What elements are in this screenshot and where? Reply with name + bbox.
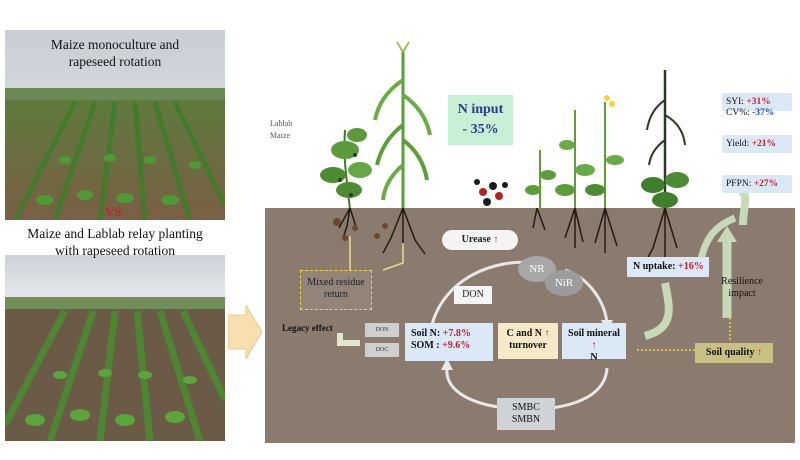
vs-label: VS xyxy=(105,204,122,219)
metric-value: +27% xyxy=(753,179,779,189)
lablab-plant xyxy=(320,128,372,211)
photo-title-line: with rapeseed rotation xyxy=(55,243,175,258)
som-value: +9.6% xyxy=(442,340,471,351)
plant-labels: Lablab Maize xyxy=(270,118,292,142)
soil-mineral-n-box: Soil mineral ↑ N xyxy=(562,323,626,363)
roots-illustration xyxy=(333,208,678,264)
big-right-arrow xyxy=(228,305,262,359)
resilience-line: Resilience xyxy=(721,276,763,287)
metric-value: +31% xyxy=(746,97,771,107)
mineral-line-1: Soil mineral ↑ xyxy=(566,328,622,352)
metric-label: SYI: xyxy=(726,97,744,107)
uptake-arrow xyxy=(643,282,673,340)
cn-label: C and N xyxy=(506,328,543,339)
doc-small-box: DOC xyxy=(365,343,399,357)
nir-circle: NiR xyxy=(545,270,583,296)
urease-pill: Urease ↑ xyxy=(442,230,518,250)
soil-quality-box: Soil quality ↑ xyxy=(695,343,773,363)
resilience-impact-label: Resilience impact xyxy=(712,276,772,300)
metric-yield: Yield: +21% xyxy=(722,135,792,153)
mineral-label: N xyxy=(590,352,598,363)
photo-maize-monoculture: Maize monoculture and rapeseed rotation xyxy=(5,30,225,220)
mixed-residue-line: return xyxy=(324,289,348,300)
smbc-smbn-box: SMBC SMBN xyxy=(497,398,555,430)
mixed-residue-box: Mixed residue return xyxy=(300,270,372,310)
field-photo-2 xyxy=(5,225,225,441)
don-small-box: DON xyxy=(365,323,399,337)
rapeseed-plants xyxy=(525,70,689,212)
residue-arrow-2 xyxy=(382,243,404,271)
metric-value: -37% xyxy=(752,108,775,118)
smbn-label: SMBN xyxy=(511,414,541,425)
cn-label: turnover xyxy=(509,340,547,351)
up-arrow-icon: ↑ xyxy=(493,234,499,245)
photo-title-monoculture: Maize monoculture and rapeseed rotation xyxy=(5,36,225,70)
cn-line-1: C and N ↑ xyxy=(502,328,554,340)
metric-syi: SYI: +31% xyxy=(722,93,792,111)
soil-n-row: Soil N: +7.8% xyxy=(411,328,487,340)
maize-plant xyxy=(373,41,432,210)
legacy-effect-label: Legacy effect xyxy=(282,323,333,333)
up-arrow-icon: ↑ xyxy=(544,328,550,339)
photo-title-line: rapeseed rotation xyxy=(68,54,162,69)
field-photo-1 xyxy=(5,30,225,220)
soil-n-value: +7.8% xyxy=(442,328,471,339)
soil-n-som-box: Soil N: +7.8% SOM : +9.6% xyxy=(405,323,493,361)
mixed-residue-line: Mixed residue xyxy=(307,277,365,288)
soil-quality-label: Soil quality xyxy=(705,347,755,358)
sky-area xyxy=(265,40,795,208)
metric-label: Yield: xyxy=(726,139,750,149)
up-arrow-icon: ↑ xyxy=(591,340,597,351)
mineral-label: Soil mineral xyxy=(568,328,620,339)
photo-relay-planting: Maize and Lablab relay planting with rap… xyxy=(5,225,225,441)
plant-label-lablab: Lablab xyxy=(270,119,293,128)
smbc-label: SMBC xyxy=(512,402,540,413)
n-input-box: N input - 35% xyxy=(448,95,513,145)
plant-label-maize: Maize xyxy=(270,131,290,140)
metric-cv: CV%: -37% xyxy=(722,104,792,122)
photo-title-line: Maize monoculture and xyxy=(50,37,180,52)
nr-circle: NR xyxy=(518,256,556,282)
n-uptake-box: N uptake: +16% xyxy=(627,257,709,277)
resilience-line: impact xyxy=(728,288,756,299)
som-label: SOM : xyxy=(411,340,440,351)
don-label: DON xyxy=(454,286,492,304)
metric-label: PFPN: xyxy=(726,179,752,189)
photo-title-relay: Maize and Lablab relay planting with rap… xyxy=(5,225,225,259)
n-input-value: - 35% xyxy=(462,122,499,137)
metric-pfpn: PFPN: +27% xyxy=(722,175,792,193)
metric-label: CV%: xyxy=(726,108,750,118)
cn-turnover-box: C and N ↑ turnover xyxy=(498,323,558,359)
urease-label: Urease xyxy=(461,234,491,245)
urease-molecule xyxy=(474,179,508,206)
soil-n-label: Soil N: xyxy=(411,328,441,339)
up-arrow-icon: ↑ xyxy=(757,347,763,358)
legacy-arrow xyxy=(337,333,360,346)
metric-value: +21% xyxy=(751,139,777,149)
n-uptake-label: N uptake: xyxy=(633,261,676,272)
photo-title-line: Maize and Lablab relay planting xyxy=(27,226,203,241)
n-input-label: N input xyxy=(457,102,504,117)
som-row: SOM : +9.6% xyxy=(411,340,487,352)
n-uptake-value: +16% xyxy=(678,261,704,272)
